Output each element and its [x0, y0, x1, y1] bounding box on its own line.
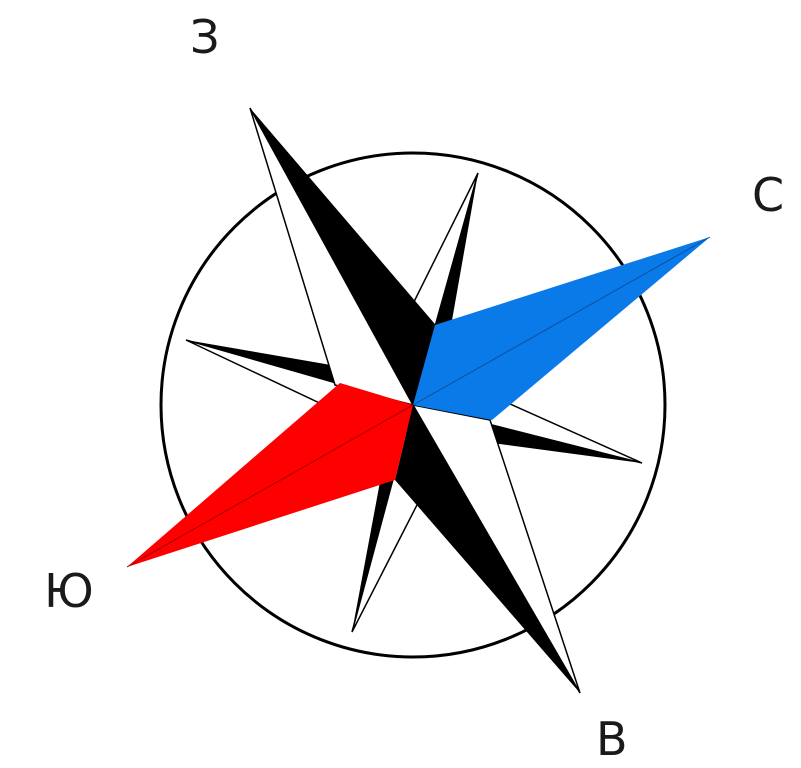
label-west: З: [190, 14, 220, 60]
label-south: Ю: [44, 568, 94, 614]
label-east: В: [596, 716, 628, 762]
label-north: С: [752, 172, 784, 218]
